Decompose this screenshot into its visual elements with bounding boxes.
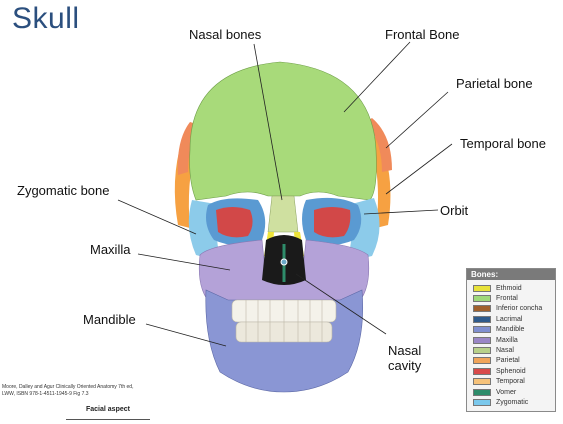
legend-item: Temporal: [473, 377, 551, 387]
legend-swatch: [473, 316, 491, 323]
legend-swatch: [473, 295, 491, 302]
bones-legend: Bones: Ethmoid Frontal Inferior concha L…: [466, 268, 556, 412]
legend-item: Lacrimal: [473, 314, 551, 324]
figure-credit: Moore, Dalley and Agur Clinically Orient…: [2, 384, 172, 397]
legend-label: Lacrimal: [496, 316, 522, 323]
label-maxilla: Maxilla: [90, 242, 130, 257]
legend-label: Sphenoid: [496, 368, 526, 375]
legend-label: Frontal: [496, 295, 518, 302]
legend-swatch: [473, 347, 491, 354]
label-nasal-cavity-line1: Nasal: [388, 343, 421, 358]
legend-label: Vomer: [496, 389, 516, 396]
label-nasal-bones: Nasal bones: [189, 27, 261, 42]
legend-swatch: [473, 305, 491, 312]
legend-item: Zygomatic: [473, 397, 551, 407]
sphenoid-left-shape: [216, 207, 253, 237]
legend-item: Parietal: [473, 356, 551, 366]
legend-item: Nasal: [473, 345, 551, 355]
credit-line-2: LWW, ISBN 978-1-4511-1945-9 Fig 7.3: [2, 391, 172, 398]
legend-swatch: [473, 368, 491, 375]
legend-label: Zygomatic: [496, 399, 528, 406]
legend-swatch: [473, 326, 491, 333]
legend-swatch: [473, 285, 491, 292]
legend-item: Mandible: [473, 325, 551, 335]
legend-label: Parietal: [496, 357, 520, 364]
label-nasal-cavity: Nasal cavity: [388, 343, 421, 373]
label-frontal-bone: Frontal Bone: [385, 27, 459, 42]
label-nasal-cavity-line2: cavity: [388, 358, 421, 373]
label-mandible: Mandible: [83, 312, 136, 327]
figure-caption: Facial aspect: [86, 406, 130, 413]
caption-rule: [66, 419, 150, 420]
legend-swatch: [473, 337, 491, 344]
legend-label: Temporal: [496, 378, 525, 385]
legend-item: Frontal: [473, 293, 551, 303]
legend-title: Bones:: [467, 269, 555, 280]
leader-parietal-bone: [386, 92, 448, 148]
legend-item: Inferior concha: [473, 304, 551, 314]
legend-label: Nasal: [496, 347, 514, 354]
label-zygomatic-bone: Zygomatic bone: [17, 183, 110, 198]
legend-swatch: [473, 378, 491, 385]
legend-swatch: [473, 399, 491, 406]
legend-label: Ethmoid: [496, 285, 522, 292]
label-orbit: Orbit: [440, 203, 468, 218]
legend-label: Maxilla: [496, 337, 518, 344]
leader-frontal-bone: [344, 42, 410, 112]
legend-item: Ethmoid: [473, 283, 551, 293]
leader-temporal-bone: [386, 144, 452, 194]
legend-swatch: [473, 357, 491, 364]
frontal-bone-shape: [190, 62, 377, 200]
label-parietal-bone: Parietal bone: [456, 76, 533, 91]
legend-swatch: [473, 389, 491, 396]
sphenoid-right-shape: [314, 207, 350, 237]
legend-item: Vomer: [473, 387, 551, 397]
legend-label: Mandible: [496, 326, 524, 333]
legend-item: Sphenoid: [473, 366, 551, 376]
lacrimal-marker: [281, 259, 287, 265]
legend-list: Ethmoid Frontal Inferior concha Lacrimal…: [467, 280, 555, 408]
label-temporal-bone: Temporal bone: [460, 136, 546, 151]
nasal-bone-shape: [268, 196, 298, 232]
legend-label: Inferior concha: [496, 305, 542, 312]
legend-item: Maxilla: [473, 335, 551, 345]
